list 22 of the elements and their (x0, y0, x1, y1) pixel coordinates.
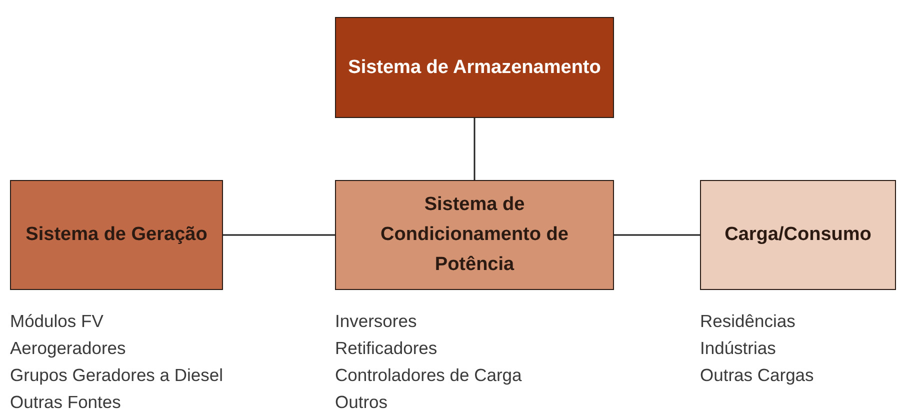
process-box (700, 180, 896, 290)
list-item: Controladores de Carga (335, 364, 522, 387)
list-item: Outras Fontes (10, 391, 122, 410)
list-item: Retificadores (335, 337, 438, 360)
list-item: Aerogeradores (10, 337, 127, 360)
list-item: Residências (700, 310, 796, 333)
box-title: Sistema de Condicionamento de Potência (380, 193, 570, 277)
connector-line (474, 118, 476, 180)
box-title: Carga/Consumo (724, 223, 872, 247)
list-item: Indústrias (700, 337, 777, 360)
process-box (335, 180, 614, 290)
box-title: Sistema de Geração (26, 223, 208, 247)
list-item: Módulos FV (10, 310, 104, 333)
list-item: Outras Cargas (700, 364, 814, 387)
connector-line (223, 234, 335, 236)
list-item: Inversores (335, 310, 418, 333)
box-title: Sistema de Armazenamento (348, 56, 601, 80)
connector-line (614, 234, 700, 236)
process-box (10, 180, 223, 290)
list-item: Outros (335, 391, 389, 410)
list-item: Grupos Geradores a Diesel (10, 364, 224, 387)
process-box (335, 17, 614, 118)
